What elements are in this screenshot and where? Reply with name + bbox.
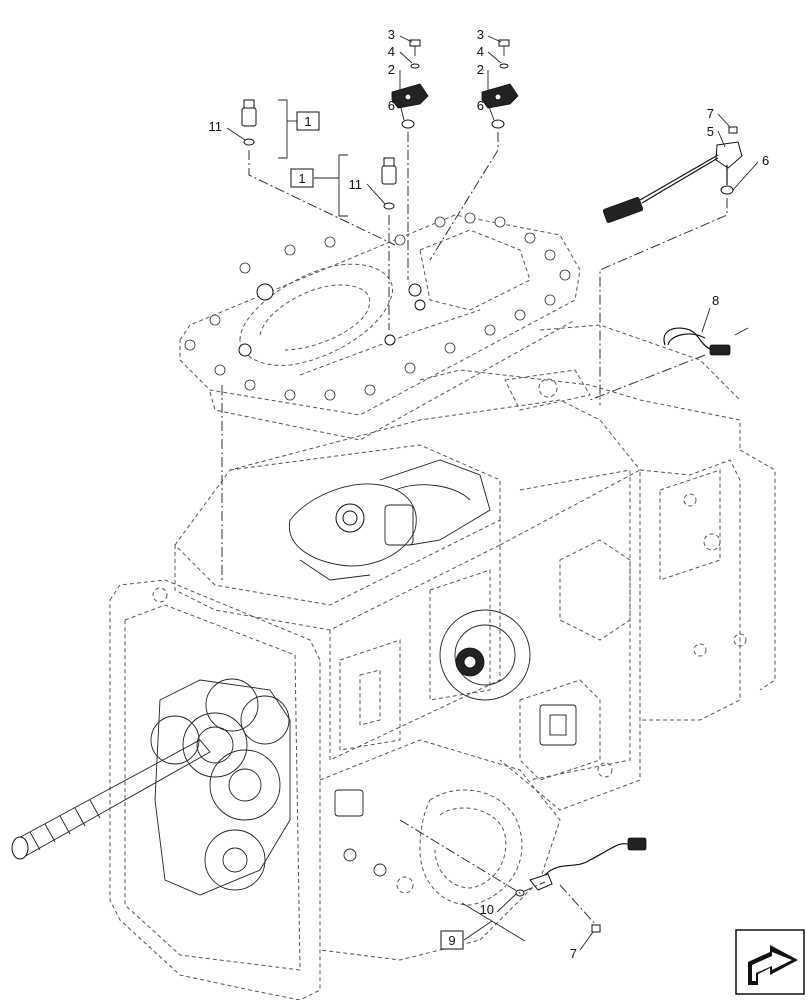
callout-6-right: 6: [477, 98, 484, 113]
callout-leaders: [226, 35, 759, 951]
callout-6-left: 6: [388, 98, 395, 113]
boxed-callout-1-upper: 1: [304, 114, 311, 129]
speed-sensor-5: [602, 141, 743, 223]
internal-components: [11, 459, 577, 896]
boxed-callout-1-lower: 1: [298, 171, 305, 186]
harness-10: [515, 837, 647, 933]
boxed-callouts: 1 1 9: [290, 111, 464, 950]
callout-11-left: 11: [209, 119, 223, 134]
transmission-housing: [109, 324, 776, 1000]
callout-2-right: 2: [477, 62, 484, 77]
pressure-switches-11: [241, 99, 397, 210]
callout-3-left: 3: [388, 27, 395, 42]
callout-10: 10: [480, 902, 494, 917]
callout-5: 5: [707, 124, 714, 139]
callout-11-right: 11: [349, 177, 363, 192]
boxed-callout-9: 9: [448, 933, 455, 948]
arrow-navigation-icon[interactable]: [735, 929, 805, 995]
o-rings-6: [401, 119, 734, 195]
callout-4-left: 4: [388, 44, 395, 59]
callout-labels: 3 4 2 6 3 4 2 6 11 11 7 5 6 8 10 7: [209, 27, 770, 961]
harness-8: [663, 327, 749, 356]
sensor-2-right: [481, 83, 519, 109]
projection-lines: [221, 132, 728, 926]
box-9: [440, 930, 464, 950]
callout-4-right: 4: [477, 44, 484, 59]
callout-6-sensor: 6: [762, 153, 769, 168]
sensor-2-left: [391, 83, 429, 109]
bolts-3: [409, 39, 738, 134]
top-cover-plate: [179, 212, 581, 441]
cover-bolts: [184, 212, 571, 401]
callout-3-right: 3: [477, 27, 484, 42]
box-1-lower: [290, 168, 314, 188]
callout-2-left: 2: [388, 62, 395, 77]
callout-8: 8: [712, 293, 719, 308]
callout-7-top: 7: [707, 106, 714, 121]
washers-4: [410, 63, 509, 69]
box-1-upper: [296, 111, 320, 131]
callout-7-bottom: 7: [570, 946, 577, 961]
